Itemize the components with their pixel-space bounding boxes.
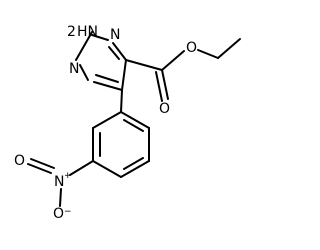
bond-nh-n-top-ring	[91, 34, 109, 41]
bond-c4-phenyl	[120, 89, 123, 113]
bond-phenyl-nitro	[69, 160, 94, 176]
bond-phenyl-inner-1	[123, 119, 144, 132]
atom-o-nitro-double: O	[14, 153, 25, 169]
charge-o-nitro-minus: −	[64, 207, 72, 217]
bond-phenyl-3	[120, 160, 150, 178]
bond-nitro-oxygen-double	[27, 163, 52, 174]
bond-phenyl-6	[92, 111, 122, 129]
bond-phenyl-1	[120, 111, 150, 129]
atom-nh: HN	[77, 24, 98, 40]
bond-carbonyl-oxygen-double-2	[155, 71, 163, 102]
bond-n-bottom-c4-double	[95, 74, 119, 83]
bond-nitro-oxygen-minus	[59, 188, 62, 207]
bond-nh-n-top	[75, 31, 93, 61]
atom-nh-prefix: 2	[67, 24, 76, 40]
charge-n-nitro-plus: +	[64, 171, 72, 181]
atom-o-ester-double: O	[159, 101, 170, 117]
chemical-structure: 2 HN N N O O N + O O −	[14, 24, 241, 222]
bond-c5-carbonyl	[125, 59, 163, 71]
bond-phenyl-inner-2	[123, 157, 144, 170]
bond-n-bottom-c4	[93, 81, 123, 91]
bond-carbonyl-oxygen-double	[161, 69, 169, 100]
atom-n-top: N	[110, 27, 120, 43]
atom-n-nitro: N	[54, 174, 64, 190]
bond-oxygen-ethyl	[197, 49, 219, 59]
bond-ethyl-methyl	[217, 38, 241, 59]
bond-phenyl-4	[92, 160, 122, 178]
bond-c5-n-top	[112, 42, 127, 61]
bond-c4-c5	[121, 59, 127, 91]
atom-o-nitro-minus: O	[53, 206, 64, 222]
bond-c5-n-top-double	[108, 46, 120, 60]
bond-nh-n-bottom	[79, 64, 89, 81]
atom-o-ester-single: O	[186, 40, 197, 56]
atom-n-left: N	[69, 61, 79, 77]
bond-nitro-oxygen-double-2	[30, 158, 55, 169]
bond-carbonyl-oxygen-single	[161, 50, 185, 71]
